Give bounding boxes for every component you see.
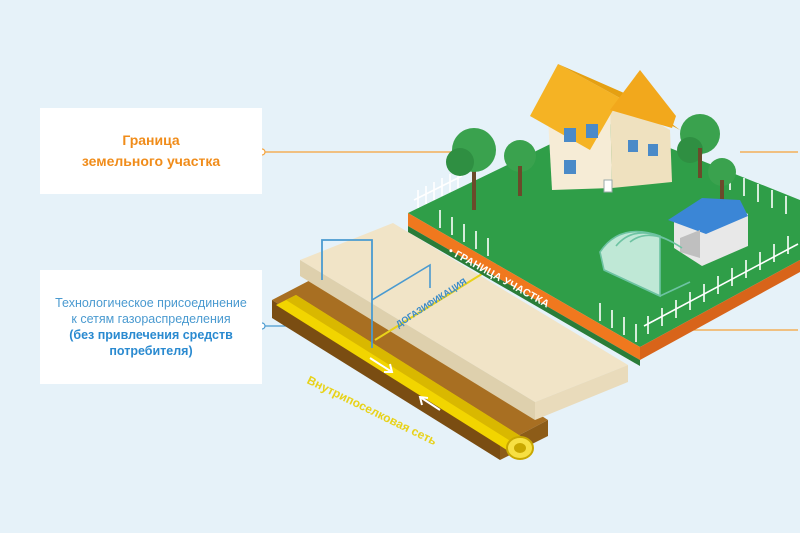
house <box>530 64 680 193</box>
tech-connection-line-4: потребителя) <box>109 344 193 358</box>
trees <box>446 114 736 210</box>
greenhouse <box>599 230 691 298</box>
ground-layer <box>300 223 628 420</box>
tech-connection-line-2: к сетям газораспределения <box>71 312 231 326</box>
tech-connection-callout: Технологическое присоединение к сетям га… <box>40 270 262 384</box>
tech-connection-line-3: (без привлечения средств <box>69 328 233 342</box>
plot-boundary-callout: Граница земельного участка <box>40 108 262 194</box>
plot-boundary-line-1: Граница <box>122 132 180 148</box>
shed <box>668 198 748 266</box>
plot-boundary-line-2: земельного участка <box>81 153 221 169</box>
fence <box>413 170 799 342</box>
tech-connection-line-1: Технологическое присоединение <box>55 296 247 310</box>
flow-arrows <box>369 357 441 411</box>
village-gas-pipe <box>276 295 534 460</box>
